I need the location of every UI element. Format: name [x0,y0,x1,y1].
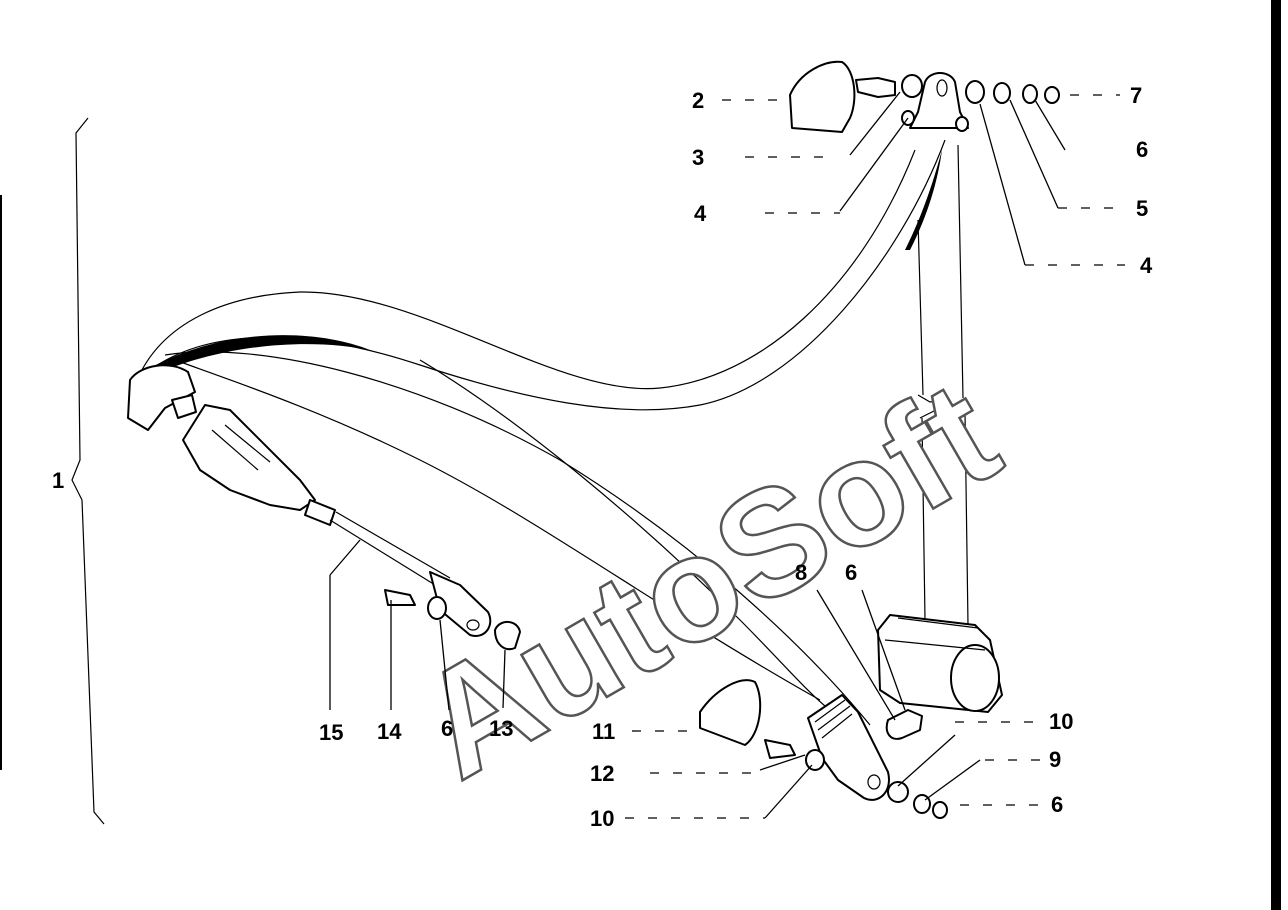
callout-8: 8 [795,560,807,585]
buckle-assembly [127,364,492,637]
callout-3: 3 [692,145,704,170]
retractor-reel [877,614,1003,713]
callout-1: 1 [52,468,64,493]
callout-5: 5 [1136,196,1148,221]
callout-4-upper: 4 [694,201,707,226]
callout-10-right: 10 [1049,709,1073,734]
bolt-part-14 [384,589,416,606]
trim-cover-part-11 [699,679,762,746]
callout-4-right: 4 [1140,253,1153,278]
callout-2: 2 [692,88,704,113]
upper-anchor-plate [901,72,969,132]
callout-15: 15 [319,720,343,745]
lower-anchor-plate [807,694,890,801]
callout-9: 9 [1049,747,1061,772]
watermark-text: AutoSoft [391,348,1023,810]
assembly-brace [71,117,105,825]
callout-14: 14 [377,719,402,744]
bolt-part-12 [764,739,796,759]
callout-7: 7 [1130,83,1142,108]
callout-6-lower-left: 6 [441,716,453,741]
callout-11: 11 [592,719,615,744]
belt-webbing [134,139,969,726]
callout-6-upper: 6 [1136,137,1148,162]
hardware-parts [384,60,1060,819]
callout-12: 12 [590,761,614,786]
leader-lines [329,91,1125,819]
cover-cap-part-2 [789,60,856,133]
callout-13: 13 [489,716,513,741]
spacer-part-13 [494,621,521,650]
callout-labels: 1 2 3 4 7 6 5 4 8 6 10 9 6 11 12 10 15 1… [52,83,1153,831]
callout-6-middle: 6 [845,560,857,585]
callout-10-left: 10 [590,806,614,831]
callout-6-lower-right: 6 [1051,792,1063,817]
bolt-part-8 [885,709,923,740]
